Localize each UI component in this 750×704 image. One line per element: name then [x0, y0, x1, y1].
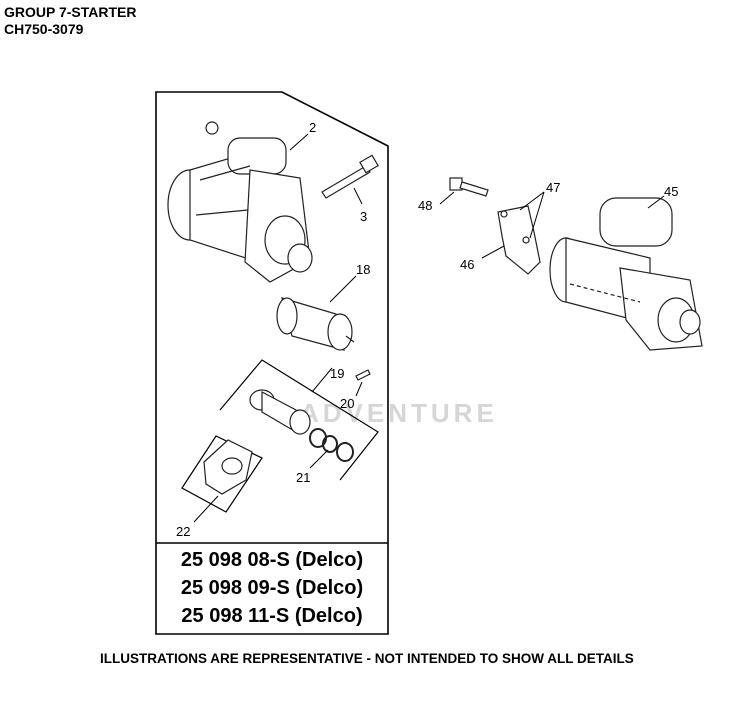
part-number-1: 25 098 08-S (Delco) — [180, 549, 364, 571]
starter-assembly-right — [549, 197, 703, 351]
callout-46: 46 — [460, 257, 474, 272]
group-title: GROUP 7-STARTER — [4, 4, 137, 20]
callout-3: 3 — [360, 209, 367, 224]
drive-cap-bracket — [181, 435, 263, 513]
through-bolt — [321, 154, 379, 199]
leader-lines — [193, 133, 665, 523]
callout-2: 2 — [309, 120, 316, 135]
callout-47: 47 — [546, 180, 560, 195]
disclaimer-footer: ILLUSTRATIONS ARE REPRESENTATIVE - NOT I… — [100, 651, 634, 666]
part-number-2: 25 098 09-S (Delco) — [180, 577, 364, 599]
callout-22: 22 — [176, 524, 190, 539]
callout-45: 45 — [664, 184, 678, 199]
retaining-rings — [309, 428, 354, 462]
drive-pinion — [249, 389, 311, 435]
starter-motor-assembly — [167, 121, 313, 283]
mounting-bolt — [449, 177, 489, 197]
drive-group-bracket — [219, 359, 379, 481]
solenoid — [276, 297, 355, 351]
callout-18: 18 — [356, 262, 370, 277]
callout-20: 20 — [340, 396, 354, 411]
callout-19: 19 — [330, 366, 344, 381]
part-number-3: 25 098 11-S (Delco) — [181, 605, 363, 627]
drive-cap — [203, 439, 253, 495]
callout-21: 21 — [296, 470, 310, 485]
pin — [355, 369, 371, 381]
model-number: CH750-3079 — [4, 21, 84, 37]
callout-48: 48 — [418, 198, 432, 213]
mounting-bracket — [497, 205, 541, 275]
